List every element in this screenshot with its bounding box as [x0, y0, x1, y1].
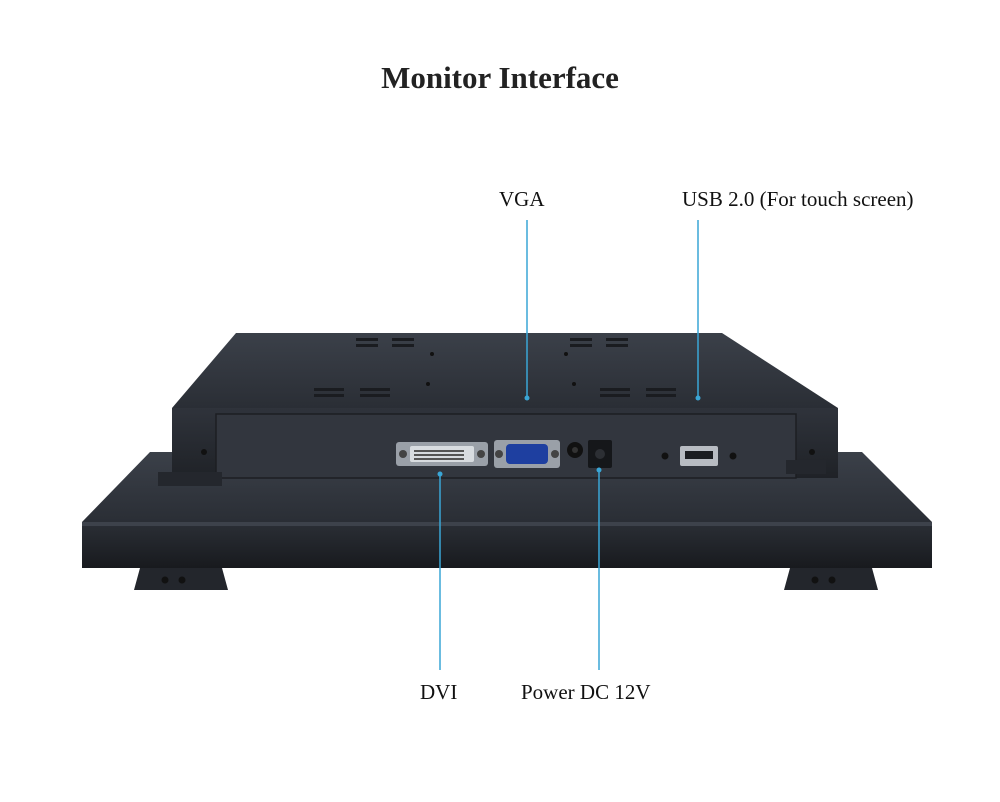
vent-grilles — [314, 338, 676, 397]
dvi-label: DVI — [420, 680, 458, 704]
mounting-bracket-left — [134, 568, 228, 590]
usb-port — [661, 446, 737, 466]
power-port — [588, 440, 612, 468]
vga-port — [494, 440, 560, 468]
leader-lines — [437, 220, 701, 670]
dvi-port — [396, 442, 488, 466]
vga-label: VGA — [499, 187, 545, 211]
audio-jack — [567, 442, 583, 458]
mounting-bracket-right — [784, 568, 878, 590]
page-title: Monitor Interface — [381, 60, 619, 95]
usb-label: USB 2.0 (For touch screen) — [682, 187, 914, 211]
power-label: Power DC 12V — [521, 680, 651, 704]
